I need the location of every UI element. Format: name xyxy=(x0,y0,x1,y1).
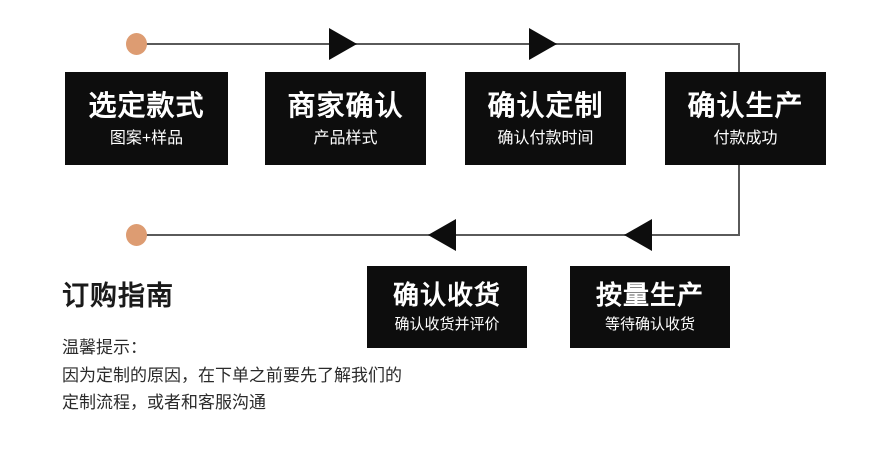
flow-step-subtitle: 确认收货并评价 xyxy=(394,315,500,333)
order-guide-line: 因为定制的原因，在下单之前要先了解我们的 xyxy=(62,365,402,385)
flow-step-2: 商家确认 产品样式 xyxy=(265,72,426,165)
order-guide-heading: 订购指南 xyxy=(62,281,174,311)
flow-step-title: 商家确认 xyxy=(287,89,404,121)
arrow-left-icon xyxy=(624,219,652,251)
arrow-right-icon xyxy=(529,28,557,60)
flow-step-subtitle: 产品样式 xyxy=(313,129,378,147)
flow-step-subtitle: 等待确认收货 xyxy=(604,315,695,333)
order-guide-line: 定制流程，或者和客服沟通 xyxy=(62,393,266,413)
flow-step-6: 按量生产 等待确认收货 xyxy=(570,266,730,348)
flow-step-title: 按量生产 xyxy=(595,279,704,310)
flow-step-title: 确认收货 xyxy=(392,279,501,310)
order-guide-line: 温馨提示： xyxy=(62,338,147,357)
flow-step-subtitle: 确认付款时间 xyxy=(497,129,594,147)
arrow-right-icon xyxy=(329,28,357,60)
flow-step-1: 选定款式 图案+样品 xyxy=(65,72,228,165)
end-dot-icon xyxy=(126,224,147,246)
flow-step-5: 确认收货 确认收货并评价 xyxy=(367,266,527,348)
flow-step-title: 选定款式 xyxy=(88,89,205,121)
flow-step-subtitle: 图案+样品 xyxy=(109,129,184,147)
arrow-left-icon xyxy=(428,219,456,251)
flow-step-3: 确认定制 确认付款时间 xyxy=(465,72,626,165)
order-guide-block: 订购指南 温馨提示： 因为定制的原因，在下单之前要先了解我们的 定制流程，或者和… xyxy=(62,281,402,417)
flow-step-title: 确认生产 xyxy=(687,89,804,121)
flow-line-top xyxy=(142,43,740,45)
flow-step-subtitle: 付款成功 xyxy=(713,129,778,147)
flow-step-4: 确认生产 付款成功 xyxy=(665,72,826,165)
start-dot-icon xyxy=(126,33,147,55)
flow-step-title: 确认定制 xyxy=(487,89,604,121)
